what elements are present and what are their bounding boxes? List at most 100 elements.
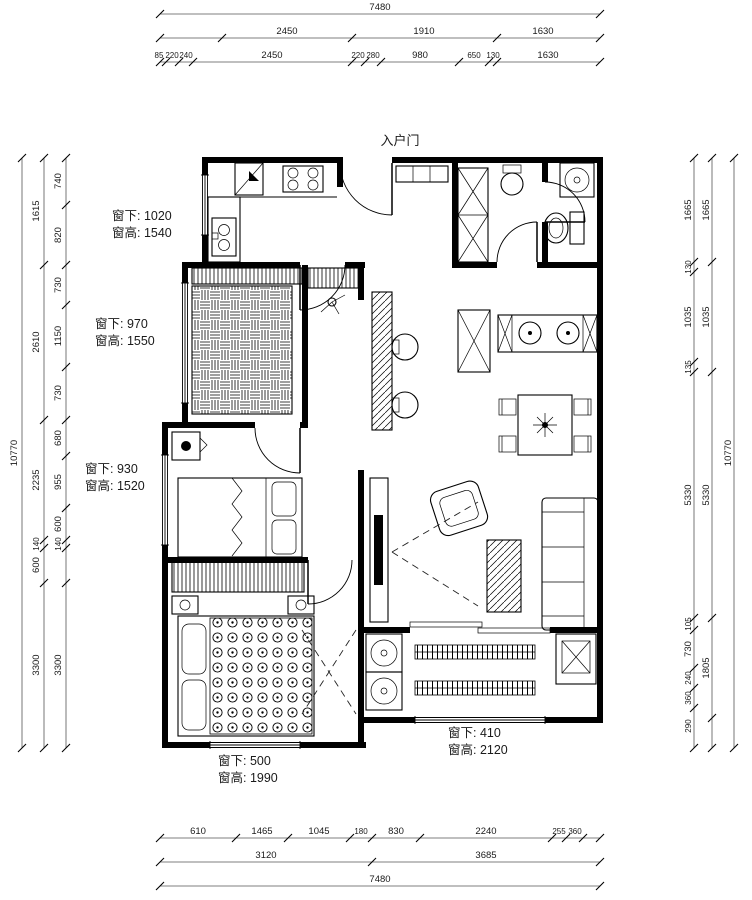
bath-cabinet [457,167,489,263]
dim-label: 2240 [475,826,496,837]
dim-label: 610 [190,826,206,837]
living-room [369,477,599,631]
window-bedroom2 [161,454,169,546]
dim-label: 3120 [255,850,276,861]
dim-label: 730 [53,385,64,401]
window-bedroom1 [181,282,189,404]
dim-label: 140 [32,537,41,551]
dim-label: 3300 [31,654,42,675]
window-note-line: 窗高: 1990 [218,770,278,785]
window-note-line: 窗下: 410 [448,726,501,740]
dimensions-right: 1665 130 1035 135 5330 105 730 240 360 2… [683,153,739,753]
dim-right-total: 10770 [723,440,734,466]
dim-label: 360 [568,827,582,836]
stools [391,333,419,419]
dim-label: 3685 [475,850,496,861]
window-note-line: 窗高: 1550 [95,333,155,348]
entry-hall [395,165,449,183]
window-note-line: 窗下: 930 [85,462,138,476]
dim-label: 1035 [701,306,712,327]
balcony-sliding-door [409,621,551,634]
window-note-line: 窗高: 2120 [448,742,508,757]
dim-top-total: 7480 [369,2,390,13]
dimensions-top: 7480 2450 1910 1630 85 220 240 2450 220 … [155,2,605,67]
window-master [209,741,301,749]
window-balcony [414,716,546,724]
armchair [429,480,489,537]
dim-label: 730 [683,641,694,657]
basin [500,164,524,196]
master-bedroom [171,561,357,737]
radiator-2 [414,680,536,696]
nightstand-right [287,595,315,615]
doors [254,162,586,634]
dim-label: 1150 [53,326,64,346]
dim-label: 240 [684,671,693,685]
dim-label: 180 [354,827,368,836]
master-door [307,559,353,605]
chairs [498,398,592,453]
dim-label: 130 [486,51,500,60]
dim-label: 600 [53,516,64,532]
window-note-line: 窗下: 1020 [112,209,172,223]
balcony [365,633,597,711]
bed [177,477,303,558]
dim-label: 2610 [31,331,42,352]
dim-left-total: 10770 [9,440,20,466]
bathroom-door [496,221,538,263]
dim-label: 680 [53,430,64,446]
dim-label: 650 [467,51,481,60]
dim-label: 3300 [53,654,64,675]
double-vanity [497,314,598,353]
entry-door-label: 入户门 [380,133,419,148]
dim-label: 1035 [683,306,694,327]
bed [191,285,293,415]
toilet [543,211,585,245]
dim-label: 140 [54,537,63,551]
ceiling-fan [320,294,346,315]
dim-label: 2450 [276,26,297,37]
dimensions-left: 10770 1615 2610 2235 140 600 3300 740 82… [9,153,71,753]
nightstand-left [171,595,199,615]
dim-label: 1665 [701,199,712,220]
dim-label: 1465 [251,826,272,837]
stove [282,165,324,193]
wardrobe [191,267,303,285]
nightstand [171,431,208,461]
dimensions-bottom: 610 1465 1045 180 830 2240 255 360 3120 … [155,826,605,891]
bedroom1 [191,267,363,415]
storage-cabinet [457,309,491,373]
dim-label: 105 [684,617,693,631]
plant [533,413,557,437]
dim-label: 220 [165,51,179,60]
dim-label: 2235 [31,469,42,490]
bed [177,615,315,737]
dim-label: 130 [684,260,693,274]
bedroom2-door [254,427,301,474]
wardrobe [171,561,305,593]
dim-label: 1805 [701,657,712,678]
dim-label: 2450 [261,50,282,61]
tv-cabinet [369,477,389,623]
window-note-line: 窗高: 1540 [112,225,172,240]
dim-label: 1665 [683,199,694,220]
windows [161,174,546,749]
dim-label: 600 [31,557,42,573]
radiator-1 [414,644,536,660]
dim-label: 1630 [532,26,553,37]
dim-label: 980 [412,50,428,61]
dim-label: 1630 [537,50,558,61]
dim-label: 740 [53,173,64,189]
dim-label: 290 [684,719,693,733]
dim-label: 820 [53,227,64,243]
bedroom2 [171,431,303,558]
dim-label: 85 [155,51,164,60]
dim-label: 240 [179,51,193,60]
dim-label: 730 [53,277,64,293]
coffee-table [486,539,522,613]
dim-label: 220 [351,51,365,60]
vanity-area [371,291,598,431]
dim-label: 1910 [413,26,434,37]
